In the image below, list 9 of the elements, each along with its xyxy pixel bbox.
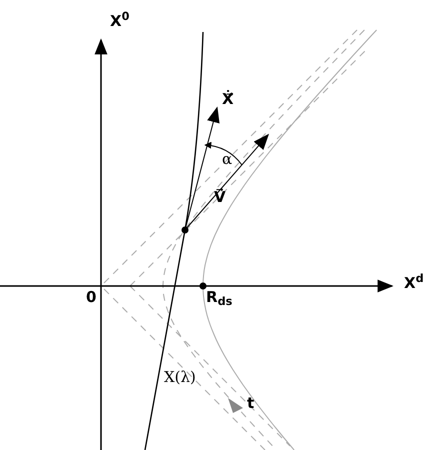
origin-label: 0 [86,290,96,305]
point-label: R$_{ds}$ [206,290,232,305]
axis-label: X$^{0}$ [110,14,130,29]
curve-label: X(λ) [164,370,196,385]
vector-label: V⃗ [214,190,226,205]
time-label: t [247,396,254,411]
axis-label: X$^{d}$ [404,276,424,291]
vector-label: Ẋ⃗ [222,92,234,107]
angle-label: α [222,152,232,167]
